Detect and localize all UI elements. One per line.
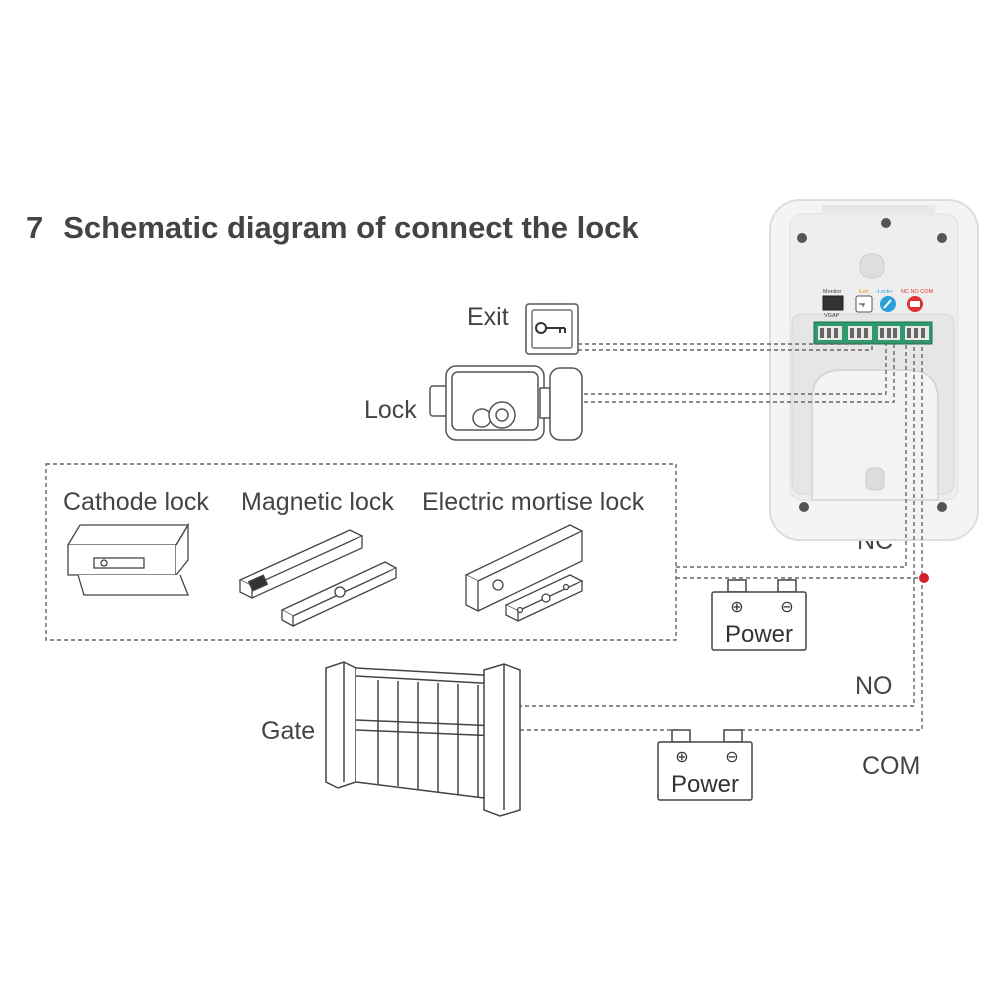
screw-hole xyxy=(799,502,809,512)
electric-mortise-lock-device xyxy=(464,524,584,623)
lock-types-box xyxy=(45,463,677,641)
power-supply-2: ⊕ ⊖ Power xyxy=(657,729,753,801)
cathode-lock-device xyxy=(66,522,190,596)
device-back-panel: Monitor VGAP Exit -Lock+ NC NO COM xyxy=(769,199,979,541)
junction-dot xyxy=(919,573,929,583)
rim-lock-device xyxy=(429,365,583,441)
screw-hole xyxy=(937,233,947,243)
vgap-label: VGAP xyxy=(824,313,840,319)
screw-hole xyxy=(797,233,807,243)
wires xyxy=(520,340,923,742)
electric-mortise-lock-label: Electric mortise lock xyxy=(422,488,645,516)
relay-terminal-label: NC NO COM xyxy=(901,289,934,295)
gate-device xyxy=(325,661,521,817)
exit-label: Exit xyxy=(467,303,509,331)
exit-button-device xyxy=(525,303,579,355)
gate-label: Gate xyxy=(261,717,316,745)
exit-terminal-label: Exit xyxy=(859,289,869,295)
power-label: Power xyxy=(671,771,739,798)
cathode-lock-label: Cathode lock xyxy=(63,488,209,516)
power-label: Power xyxy=(725,621,793,648)
no-label: NO xyxy=(855,672,893,700)
key-icon xyxy=(535,322,566,334)
monitor-label: Monitor xyxy=(823,289,842,295)
lock-terminal-label: -Lock+ xyxy=(876,289,893,295)
positive-icon: ⊕ xyxy=(730,597,743,616)
power-supply-1: ⊕ ⊖ Power xyxy=(711,579,807,651)
negative-icon: ⊖ xyxy=(780,597,793,616)
terminal-block xyxy=(813,321,933,345)
positive-icon: ⊕ xyxy=(675,747,688,766)
lock-label: Lock xyxy=(364,396,417,424)
section-number: 7 xyxy=(26,210,44,245)
screw-hole xyxy=(937,502,947,512)
magnetic-lock-device xyxy=(238,529,398,628)
magnetic-lock-label: Magnetic lock xyxy=(241,488,394,516)
com-label: COM xyxy=(862,752,921,780)
screw-hole xyxy=(881,218,891,228)
page-title: 7 Schematic diagram of connect the lock xyxy=(26,210,639,246)
title-text: Schematic diagram of connect the lock xyxy=(63,210,639,245)
negative-icon: ⊖ xyxy=(725,747,738,766)
